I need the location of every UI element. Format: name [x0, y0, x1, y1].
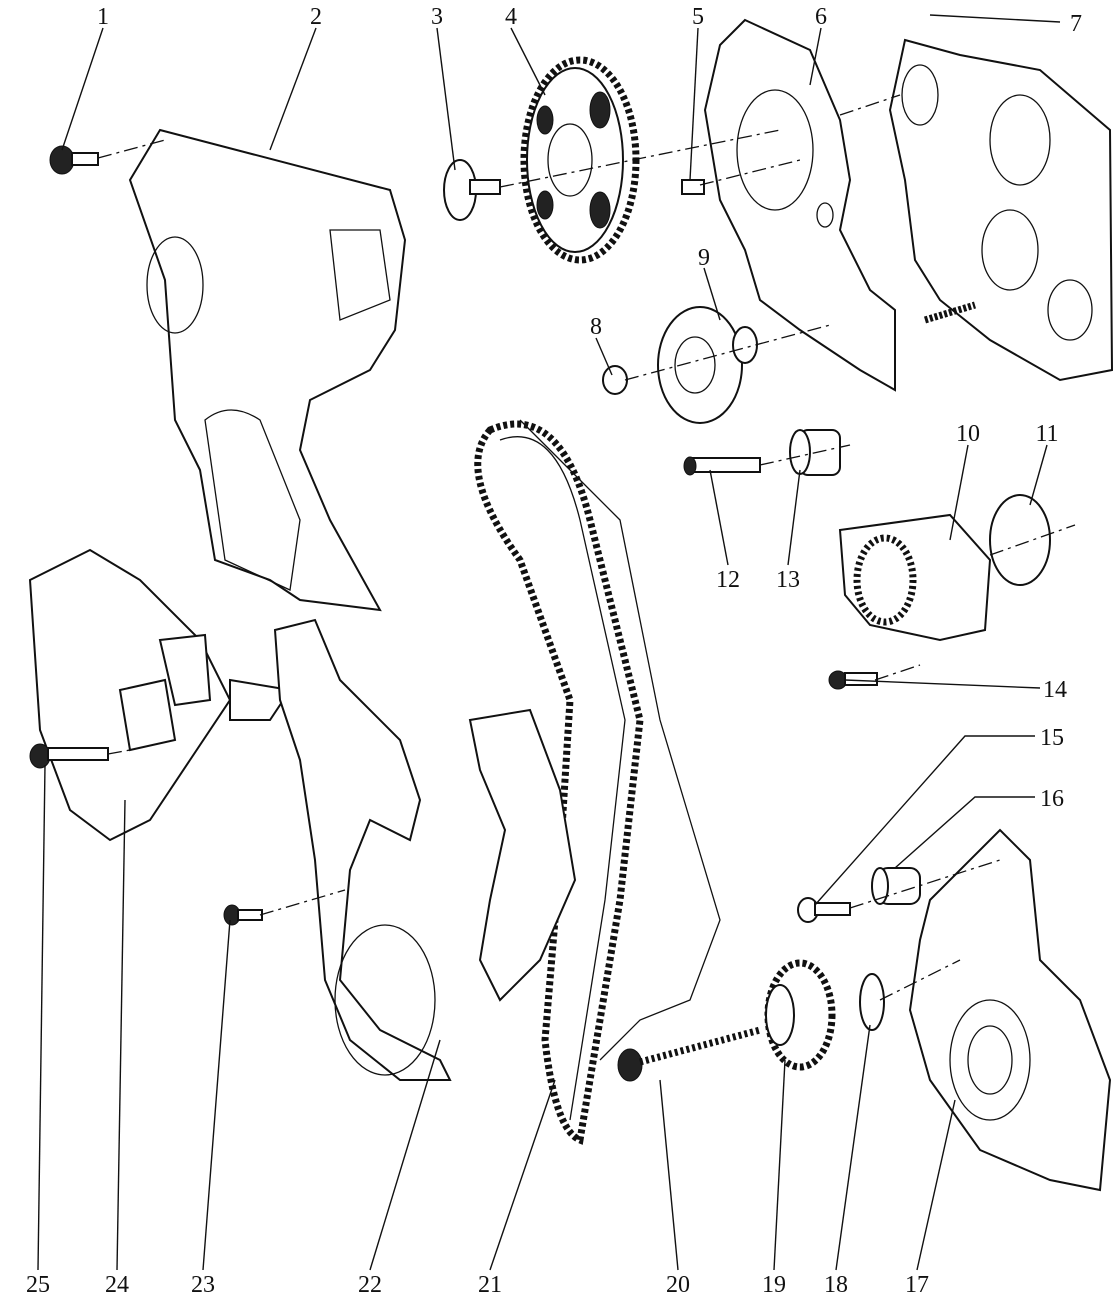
- lower-timing-cover: [273, 618, 452, 1081]
- camshaft-sprocket: [520, 56, 640, 264]
- callout-5: 5: [692, 4, 704, 30]
- callout-25: 25: [26, 1272, 50, 1295]
- rear-timing-cover: [703, 18, 896, 392]
- callout-7: 7: [1070, 11, 1082, 37]
- middle-timing-cover: [468, 708, 577, 1002]
- leader-lines: [37, 14, 1061, 1271]
- callout-16: 16: [1040, 786, 1064, 812]
- bolt-5: [681, 179, 705, 195]
- callout-12: 12: [716, 567, 740, 593]
- seal-ring-18: [859, 973, 885, 1031]
- callout-2: 2: [310, 4, 322, 30]
- callout-8: 8: [590, 314, 602, 340]
- callout-21: 21: [478, 1272, 502, 1295]
- tensioner-assembly: [28, 548, 292, 842]
- spacer-13: [789, 429, 841, 476]
- callout-14: 14: [1043, 677, 1067, 703]
- washer-3: [443, 159, 501, 221]
- callout-24: 24: [105, 1272, 129, 1295]
- callout-20: 20: [666, 1272, 690, 1295]
- callout-18: 18: [824, 1272, 848, 1295]
- callout-11: 11: [1035, 421, 1058, 447]
- callout-22: 22: [358, 1272, 382, 1295]
- callout-13: 13: [776, 567, 800, 593]
- bolt-1: [49, 145, 99, 175]
- callout-6: 6: [815, 4, 827, 30]
- alignment-axes: [97, 94, 1076, 1001]
- callout-10: 10: [956, 421, 980, 447]
- callout-4: 4: [505, 4, 517, 30]
- oil-pump-housing: [908, 828, 1112, 1192]
- upper-timing-cover: [128, 128, 407, 612]
- bolt-12: [683, 456, 761, 476]
- callout-23: 23: [191, 1272, 215, 1295]
- gasket-ring: [989, 494, 1051, 586]
- cylinder-head: [888, 38, 1114, 382]
- callout-1: 1: [97, 4, 109, 30]
- callout-19: 19: [762, 1272, 786, 1295]
- crankshaft-sprocket: [764, 959, 836, 1071]
- callout-17: 17: [905, 1272, 929, 1295]
- callout-15: 15: [1040, 725, 1064, 751]
- crank-bolt: [617, 1026, 761, 1082]
- timing-belt: [474, 420, 644, 1145]
- callout-9: 9: [698, 245, 710, 271]
- callout-labels: 1 2 3 4 5 6 7 8 9 10 11 12 13 14 15 16 1…: [26, 4, 1082, 1295]
- belt-routing-outline: [519, 419, 721, 1061]
- bolt-15: [797, 897, 851, 923]
- callout-3: 3: [431, 4, 443, 30]
- water-pump: [838, 513, 992, 642]
